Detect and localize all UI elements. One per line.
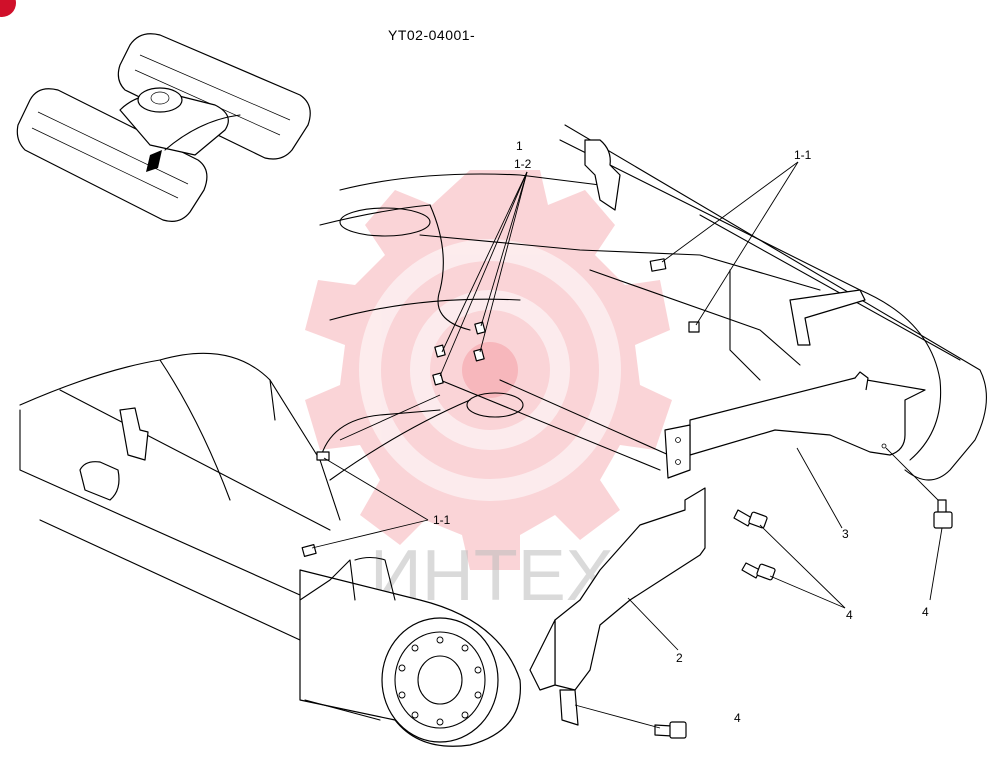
callout-1-2: 1-2 [514, 157, 532, 171]
corner-badge [0, 0, 16, 17]
cover-part-3 [664, 371, 926, 479]
bolt-set [654, 499, 953, 739]
bolt-icon [933, 499, 953, 529]
callout-2: 2 [676, 651, 683, 665]
idler-bolt-holes [398, 636, 482, 726]
drawing-code: YT02-04001- [388, 27, 475, 43]
inset-track-overview [16, 33, 311, 222]
clip-set [301, 258, 700, 557]
cover-part-2 [529, 487, 706, 726]
callout-1: 1 [516, 139, 523, 153]
callout-3: 3 [842, 527, 849, 541]
callout-1-1-left: 1-1 [433, 513, 451, 527]
bolt-icon [733, 509, 768, 529]
callout-4-right: 4 [922, 605, 929, 619]
callout-4-mid: 4 [846, 608, 853, 622]
track-frame-body [19, 124, 987, 747]
callout-4-bottom: 4 [734, 711, 741, 725]
leader-lines [311, 161, 943, 729]
bolt-icon [741, 562, 776, 581]
bolt-icon [654, 721, 687, 739]
callout-1-1-right: 1-1 [794, 148, 812, 162]
